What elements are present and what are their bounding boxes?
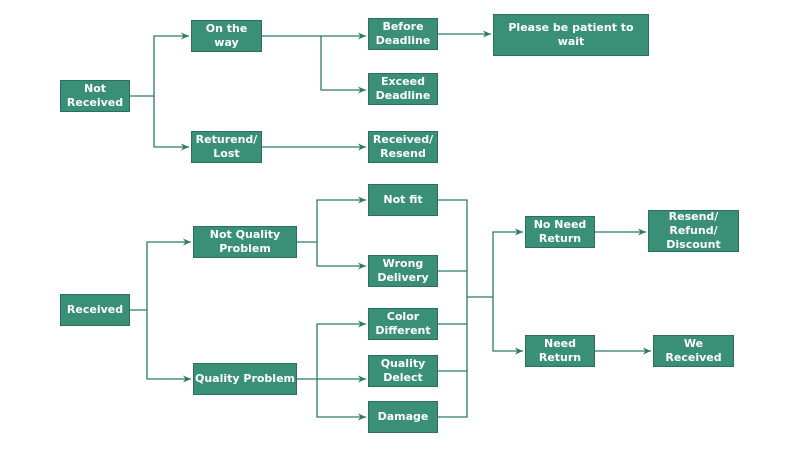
connector-received-to-not-quality-problem <box>130 238 191 311</box>
node-received-resend: Received/ Resend <box>368 131 438 163</box>
node-received: Received <box>60 294 130 326</box>
node-we-received: We Received <box>653 335 734 367</box>
node-on-the-way: On the way <box>191 20 262 52</box>
connector-not-received-to-returned-lost <box>153 96 189 151</box>
connector-not-fit-to-merge <box>438 199 468 418</box>
node-wrong-delivery: Wrong Delivery <box>368 255 438 287</box>
node-need-return: Need Return <box>525 335 595 367</box>
connector-not-quality-problem-to-not-fit <box>297 196 366 243</box>
connector-quality-problem-to-damage <box>316 379 366 421</box>
node-before-deadline: Before Deadline <box>368 18 438 50</box>
node-exceed-deadline: Exceed Deadline <box>368 73 438 105</box>
node-color-different: Color Different <box>368 308 438 340</box>
connector-merge-to-no-need-return <box>492 228 523 297</box>
node-damage: Damage <box>368 401 438 433</box>
connector-merge-to-need-return <box>492 297 523 355</box>
node-not-fit: Not fit <box>368 184 438 216</box>
connector-not-quality-problem-to-wrong-delivery <box>316 242 366 270</box>
connector-quality-problem-to-color-different <box>297 320 366 380</box>
connector-not-received-to-on-the-way <box>130 32 189 97</box>
node-quality-problem: Quality Problem <box>193 363 297 395</box>
node-not-quality-problem: Not Quality Problem <box>193 226 297 258</box>
connector-on-the-way-to-exceed-deadline <box>320 36 366 94</box>
node-no-need-return: No Need Return <box>525 216 595 248</box>
node-not-received: Not Received <box>60 80 130 112</box>
connector-received-to-quality-problem <box>146 310 191 383</box>
node-please-be-patient-to-wait: Please be patient to wait <box>493 14 649 56</box>
node-quality-defect: Quality Delect <box>368 355 438 387</box>
node-resend-refund-discount: Resend/ Refund/ Discount <box>648 210 739 252</box>
node-returned-lost: Returend/ Lost <box>191 131 262 163</box>
